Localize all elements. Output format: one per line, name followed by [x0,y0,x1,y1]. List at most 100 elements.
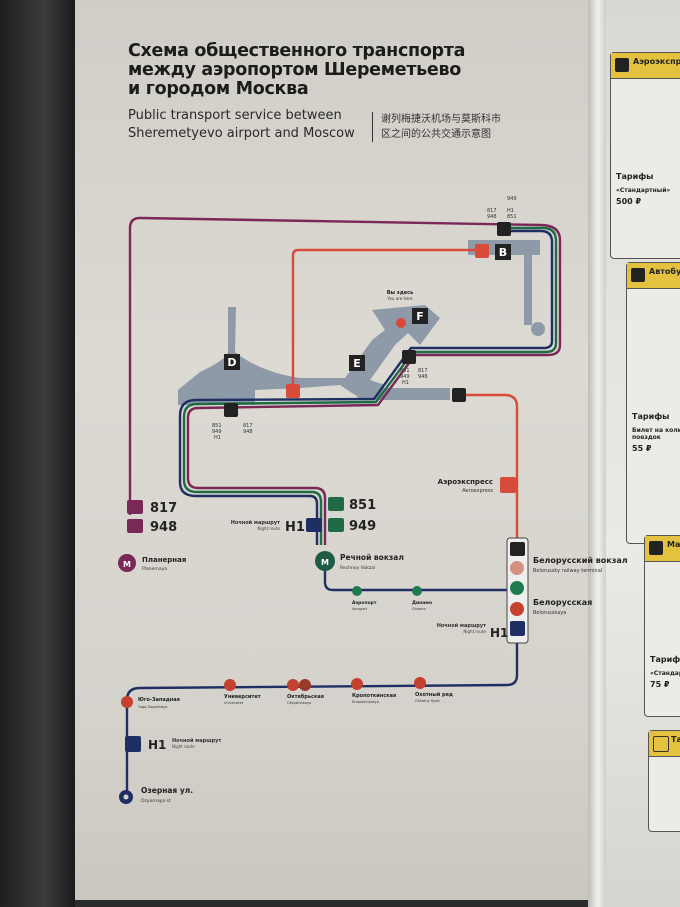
terminal-b-end [531,322,545,336]
station-yugo-zapadnaya: Юго-Западная [138,697,180,703]
route-817-label: 817 [150,501,177,516]
terminal-d-label: D [227,356,236,369]
panel-title: Маршрутка [667,540,680,549]
train-station-icon [286,384,300,398]
title-line: и городом Москва [128,79,309,99]
bus-851-icon [328,497,344,511]
transport-map-sign [75,0,590,900]
metro-letter: M [123,560,131,569]
subtitle-line: Public transport service between [128,108,342,123]
subtitle-line: Sheremetyevo airport and Moscow [128,126,355,141]
metro-icon [287,679,299,691]
route-948-label: 948 [150,520,177,535]
night-route-sub: Night route [463,629,486,634]
route-851-949-line [182,226,558,545]
train-icon [615,58,629,72]
station-sub: Universitet [224,701,244,705]
bus-948-icon [127,519,143,533]
taxi-panel: Такси [648,730,680,832]
map-title-ru: Схема общественного транспорта между аэр… [128,42,465,99]
station-sub: Belorussky railway terminal [533,568,602,574]
fare-name: «Стандартный» [616,187,671,194]
aeroexpress-icon [452,388,466,402]
stop-route: 949 [400,374,410,380]
station-sub: Planernaya [142,566,167,572]
station-sub: Okhotny Ryad [415,699,440,703]
stop-route: H1 [214,435,221,441]
stop-route: 817 [243,423,253,429]
bus-panel: Автобус Тарифы Билет на количество поезд… [626,262,680,544]
metro-letter: M [321,558,329,567]
you-are-here-label: Вы здесь [387,290,414,296]
station-sub: Yugo-Zapadnaya [138,705,167,709]
stop-route: 949 [212,429,222,435]
metro-icon [412,586,422,596]
aeroexpress-line [291,248,519,545]
bus-h1-icon [510,621,525,636]
bus-icon [631,268,645,282]
station-belorusskaya: Белорусская [533,598,592,607]
night-bus-route-line [125,565,519,795]
title-line: между аэропортом Шереметьево [128,60,461,80]
station-sub: Dinamo [412,607,426,611]
aeroexpress-label: Аэроэкспресс [438,478,493,486]
aeroexpress-sub: Aeroexpress [462,488,493,494]
stop-route: 949 [507,196,517,202]
title-line: Схема общественного транспорта [128,41,466,61]
metro-icon [414,677,426,689]
route-817-948-line [128,216,562,545]
wall-frame [0,0,75,907]
terminal-b-badge [495,244,511,260]
night-route-label: Ночной маршрут [437,622,486,629]
bus-stop-icon [497,222,511,236]
station-universitet: Университет [224,694,261,700]
night-route-label: Ночной маршрут [172,737,221,744]
station-ozernaya: Озерная ул. [141,786,193,795]
sign-edge-light [588,0,608,907]
stop-route: H1 [402,380,409,386]
terminal-d-e-f-shape [178,305,440,405]
station-planernaya: Планерная [142,556,186,564]
metro-green-icon [510,581,524,595]
bus-949-icon [328,518,344,532]
route-949-label: 949 [349,519,376,534]
terminal-d-badge [224,354,240,370]
station-sub: Kropotkinskaya [352,700,379,704]
map-title-zh: 谢列梅捷沃机场与莫斯科市 区之间的公共交通示意图 [372,112,501,142]
aeroexpress-train-icon [500,477,516,493]
you-are-here-marker [396,318,406,328]
aeroexpress-icon [510,542,525,556]
bus-stop-icon [402,350,416,364]
metro-icon [118,554,136,572]
stop-route: 817 [487,208,497,214]
metro-icon [351,678,363,690]
station-aeroport: Аэропорт [352,600,377,606]
map-title-en: Public transport service between Shereme… [128,107,355,143]
stop-route: 851 [400,368,410,374]
bus-h1-icon [125,736,141,752]
stop-route: 851 [212,423,222,429]
station-okhotny-ryad: Охотный ряд [415,691,453,698]
station-kropotkinskaya: Кропоткинская [352,693,396,699]
terminal-b-label: B [499,246,507,259]
route-851-label: 851 [349,498,376,513]
fares-label: Тарифы [650,655,680,664]
bus-stop-icon [224,403,238,417]
night-route-sub: Night route [172,744,195,749]
terminal-buildings [178,240,545,405]
metro-icon [352,586,362,596]
station-sub: Oktyabrskaya [287,701,311,705]
station-sub: Rechnoy Vokzal [340,565,375,571]
station-rechnoy-vokzal: Речной вокзал [340,553,404,562]
night-route-sub: Night route [257,526,280,531]
metro-red-icon [510,602,524,616]
fare-price: 75 ₽ [650,680,670,689]
station-belorussky-vokzal: Белорусский вокзал [533,556,628,565]
terminus-dot [123,794,129,800]
stop-route: 851 [507,214,517,220]
minibus-panel: Маршрутка Тарифы «Стандартный» 75 ₽ [644,535,680,717]
station-sub: Ozyornaya st [141,798,171,804]
metro-icon [315,551,335,571]
stop-route: H1 [507,208,514,214]
bus-817-icon [127,500,143,514]
